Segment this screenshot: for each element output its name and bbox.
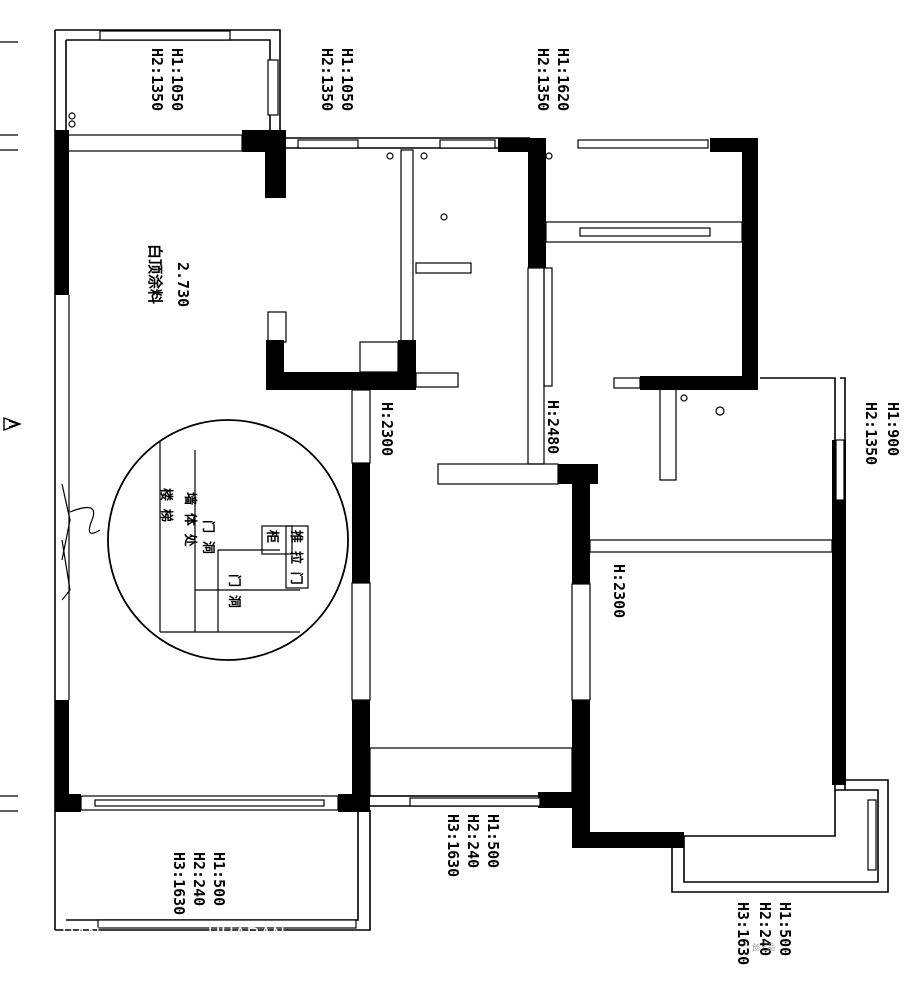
label-balcony-left-h1: H1:500 [210,852,228,906]
outline-thin [54,29,889,931]
label-window-top-right-h2: H2:1350 [534,48,552,111]
label-balcony-mid-h2: H2:240 [464,814,482,868]
label-balcony-left-h2: H2:240 [190,852,208,906]
axis-ticks [0,41,18,812]
north-arrow-icon [3,416,22,432]
watermark: RAN HUARAN 创 · 品 [62,924,775,952]
interior-partitions [65,134,833,811]
label-balcony-right-h3: H3:1630 [734,902,752,965]
label-balcony-mid-h1: H1:500 [484,814,502,868]
label-balcony-right-h2: H2:240 [756,902,774,956]
fixtures [61,112,725,601]
label-door-right: H:2300 [610,564,628,618]
label-balcony-mid-h3: H3:1630 [444,814,462,877]
dimension-labels: H1:1050 H2:1350 H1:1050 H2:1350 H1:1620 … [146,48,902,965]
svg-text:门 洞: 门 洞 [200,520,216,554]
label-balcony-right-h1: H1:500 [776,902,794,956]
watermark-center: HUARAN [208,924,286,943]
watermark-left: RAN [62,924,101,943]
svg-text:推 拉 门: 推 拉 门 [288,530,304,585]
svg-text:门 洞: 门 洞 [226,574,242,608]
label-door-mid: H:2480 [544,400,562,454]
label-door-left: H:2300 [378,402,396,456]
windows [97,30,877,929]
svg-text:柜: 柜 [264,529,280,543]
label-ceiling-note: 白顶涂料 [146,244,164,304]
label-window-top-mid-h1: H1:1050 [338,48,356,111]
label-bay-left-h1: H1:1050 [168,48,186,111]
label-window-right-h1: H1:900 [884,402,902,456]
watermark-corner: 创 · 品 [752,942,775,952]
detail-callout-icon: 楼 梯 墙 体 处 门 洞 门 洞 柜 推 拉 门 [107,419,349,661]
svg-text:墙 体 处: 墙 体 处 [182,492,198,548]
label-window-top-mid-h2: H2:1350 [318,48,336,111]
label-window-right-h2: H2:1350 [862,402,880,465]
svg-text:楼 梯: 楼 梯 [158,488,174,522]
label-window-top-right-h1: H1:1620 [554,48,572,111]
label-bay-left-h2: H2:1350 [148,48,166,111]
label-balcony-left-h3: H3:1630 [170,852,188,915]
label-ceiling-height: 2.730 [174,262,192,307]
